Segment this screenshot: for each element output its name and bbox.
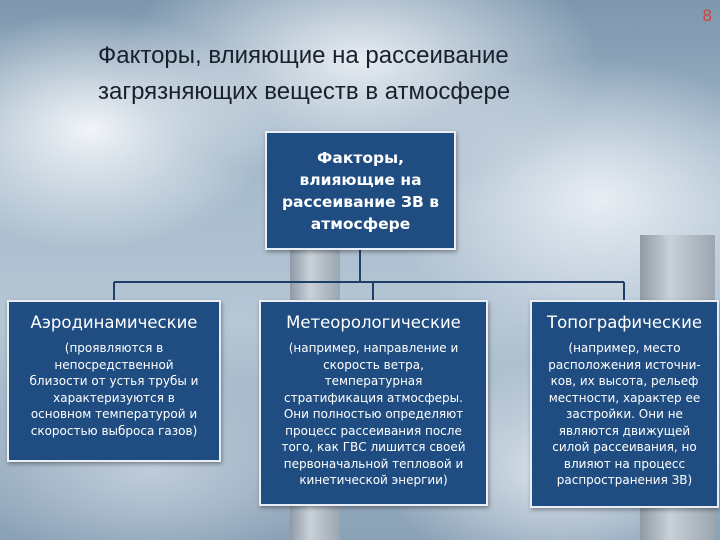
- description-line: стратификация атмосферы.: [284, 390, 463, 405]
- meteorological-factor-description: (например, направление и скорость ветра,…: [261, 340, 486, 489]
- slide-title: Факторы, влияющие на рассеивание загрязн…: [98, 38, 638, 110]
- description-line: (например, место: [568, 341, 681, 355]
- description-line: силой рассеивания, но: [552, 440, 697, 454]
- central-node-line: рассеивание ЗВ в: [281, 192, 440, 211]
- description-line: процесс рассеивания после: [285, 423, 462, 438]
- description-line: непосредственной: [54, 357, 174, 372]
- page-number: 8: [702, 6, 712, 25]
- description-line: ков, их высота, рельеф: [550, 374, 699, 388]
- description-line: кинетической энергии): [299, 473, 448, 487]
- meteorological-factor-title: Метеорологические: [286, 313, 461, 332]
- aerodynamic-factor-title: Аэродинамические: [30, 313, 198, 332]
- description-line: (например, направление и: [288, 341, 459, 355]
- topographic-factor-box: Топографические (например, место располо…: [530, 300, 719, 508]
- central-node-line: влияющие на: [299, 170, 422, 189]
- description-line: первоначальной тепловой и: [283, 456, 464, 471]
- description-line: того, как ГВС лишится своей: [281, 440, 466, 454]
- description-line: влияют на процесс: [563, 456, 686, 471]
- description-line: близости от устья трубы и: [29, 374, 199, 388]
- description-line: являются движущей: [558, 423, 691, 438]
- title-line: Факторы, влияющие на рассеивание: [98, 42, 509, 69]
- description-line: скорость ветра,: [323, 357, 424, 372]
- central-node: Факторы, влияющие на рассеивание ЗВ в ат…: [265, 131, 456, 250]
- description-line: Они полностью определяют: [283, 407, 464, 421]
- description-line: характеризуются в: [53, 390, 175, 405]
- topographic-factor-title: Топографические: [547, 313, 702, 332]
- description-line: расположения источни-: [548, 357, 701, 372]
- central-node-line: Факторы,: [317, 148, 404, 167]
- meteorological-factor-box: Метеорологические (например, направление…: [259, 300, 488, 506]
- description-line: температурная: [324, 374, 423, 388]
- description-line: (проявляются в: [64, 341, 164, 355]
- description-line: местности, характер ее: [548, 390, 701, 405]
- aerodynamic-factor-box: Аэродинамические (проявляются в непосред…: [7, 300, 221, 462]
- description-line: основном температурой и: [30, 407, 198, 421]
- central-node-line: атмосфере: [310, 214, 411, 233]
- title-line: загрязняющих веществ в атмосфере: [98, 78, 511, 105]
- description-line: распространения ЗВ): [556, 473, 693, 487]
- topographic-factor-description: (например, место расположения источни- к…: [532, 340, 717, 489]
- description-line: скоростью выброса газов): [30, 423, 198, 438]
- aerodynamic-factor-description: (проявляются в непосредственной близости…: [9, 340, 219, 439]
- description-line: застройки. Они не: [566, 407, 683, 421]
